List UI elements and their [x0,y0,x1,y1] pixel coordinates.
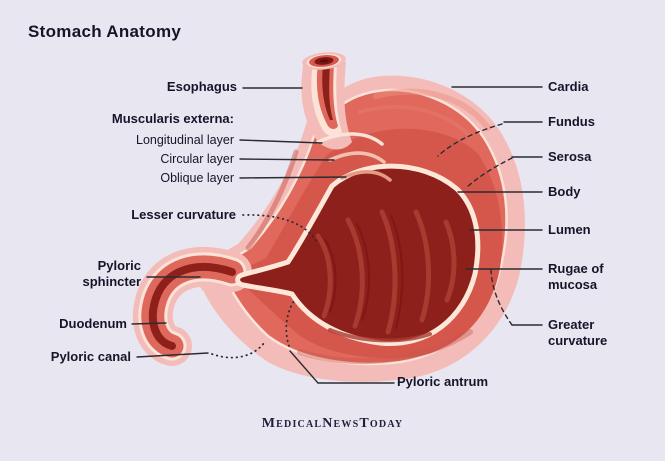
oblique-layer-band [340,170,392,182]
rugae-folds [315,209,457,343]
dashed-serosa [465,157,513,189]
label-cardia: Cardia [548,79,589,94]
label-oblique-layer: Oblique layer [160,171,234,185]
label-longitudinal-layer: Longitudinal layer [136,133,234,147]
leader-lines [131,86,543,384]
label-circular-layer: Circular layer [160,152,234,166]
esophagus-opening [302,52,346,70]
label-fundus: Fundus [548,114,595,129]
duodenum-channel [148,263,236,350]
label-pyloric-sphincter: Pyloric sphincter [82,258,141,289]
dashed-pointers [437,123,513,326]
leader-circular [239,158,335,161]
label-lumen: Lumen [548,222,591,237]
leader-duodenum [131,322,167,325]
esophagus-channel [322,64,333,120]
label-serosa: Serosa [548,149,592,164]
label-lesser-curvature: Lesser curvature [131,207,236,222]
dotted-pyloric-canal [211,342,265,359]
wall-texture [245,88,491,365]
label-pyloric-canal: Pyloric canal [50,349,131,364]
leader-pyloric-canal [136,352,209,358]
duodenum-tube [132,247,252,366]
muscularis-layer-bands [316,132,392,182]
circular-layer-band [328,151,386,164]
dotted-lesser-curvature [242,214,318,243]
leader-oblique [239,176,347,179]
esophagus-tube [301,52,352,150]
label-body: Body [548,184,581,199]
brand-logo: MedicalNewsToday [261,416,404,431]
label-pyloric-antrum: Pyloric antrum [397,374,489,389]
label-rugae-of-mucosa: Rugae of mucosa [548,261,604,292]
leader-pyloric-antrum [289,350,395,384]
longitudinal-layer-band [316,132,384,146]
dashed-fundus [437,123,503,157]
label-muscularis-externa: Muscularis externa: [111,111,234,126]
label-esophagus: Esophagus [166,79,237,94]
leader-longitudinal [239,139,323,144]
label-greater-curvature: Greater curvature [548,317,608,348]
dotted-pointers [211,214,318,359]
label-duodenum: Duodenum [59,316,127,331]
page-title: Stomach Anatomy [28,22,182,41]
